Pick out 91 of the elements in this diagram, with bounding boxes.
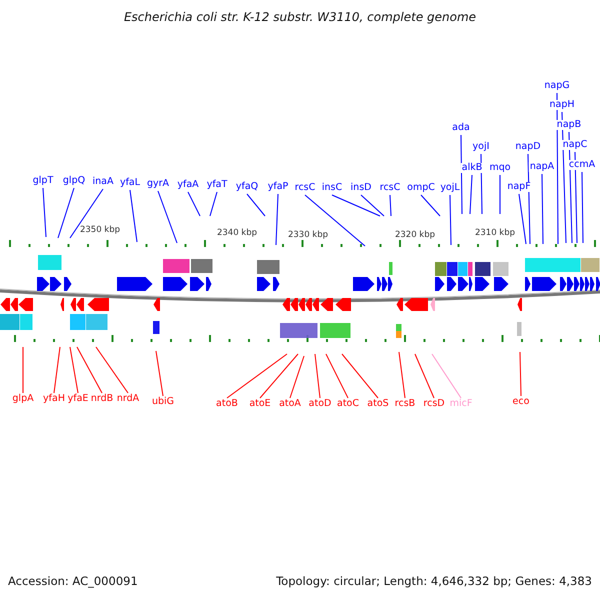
gene-label: atoC [336,399,360,408]
leader-line [332,194,380,216]
leader-line [290,356,304,398]
leader-line [432,354,462,398]
leader-line [158,190,178,244]
leader-line [210,192,218,216]
gene-label: micF [448,399,474,408]
gene-label: atoA [278,399,302,408]
leader-line [420,194,440,216]
scale-label: 2310 kbp [474,229,516,238]
gene-label: napA [528,162,556,172]
gene-label: mqo [488,163,512,172]
gene-label: glpA [11,394,35,404]
leader-line [76,346,102,394]
leader-line [42,188,46,238]
leader-line [342,354,378,398]
gene-label: nrdA [116,394,140,404]
leader-line [480,154,482,214]
leader-line [70,346,78,394]
leader-line [398,352,406,398]
leader-line [460,134,462,214]
gene-label: insC [320,183,344,192]
gene-label: rcsC [294,183,316,192]
leader-line [96,346,128,394]
gene-label: atoB [215,399,239,408]
gene-label: yfaP [266,182,290,192]
leader-line [260,354,298,398]
leader-line [520,352,522,396]
gene-label: napH [548,100,576,110]
gene-label: eco [512,397,530,406]
leader-line [314,354,320,398]
gene-label: glpT [32,176,54,186]
gene-label: rcsB [394,399,416,408]
leader-line [188,192,200,216]
leader-line [574,152,578,244]
leader-line [70,188,104,238]
gene-label: inaA [92,177,114,186]
gene-label: ompC [406,183,436,192]
gene-label: yojL [439,183,461,192]
footer-text: Accession: AC_000091 [8,576,138,588]
leader-line [326,354,348,398]
gene-label: yfaE [66,394,90,404]
leader-line [518,194,526,244]
scale-label: 2330 kbp [288,231,328,240]
gene-label: yfaQ [234,182,260,192]
scale-label: 2340 kbp [216,229,258,238]
gene-label: rcsC [378,183,402,192]
gene-label: ada [451,123,471,132]
gene-label: napG [543,81,571,90]
gene-label: yfaT [206,180,228,190]
leader-line [528,154,530,244]
gene-label: ubiG [150,397,176,406]
gene-label: yfaL [118,178,142,188]
leader-line [22,346,24,394]
title: Escherichia coli str. K-12 substr. W3110, complete genome [122,11,478,23]
leader-line [130,190,138,242]
gene-label: napF [506,182,532,192]
leader-line [360,194,384,216]
scale-label: 2350 kbp [80,226,120,234]
gene-label: alkB [460,163,484,172]
gene-label: yojI [472,142,490,152]
scale-label: 2320 kbp [394,231,436,240]
gene-label: atoD [308,399,332,408]
leader-line [556,92,558,244]
leader-line [156,350,164,396]
leader-line [470,174,472,214]
gene-label: glpQ [62,176,86,186]
leader-line [226,354,288,398]
leader-line [58,188,74,238]
gene-label: atoE [248,399,272,408]
leader-line [304,194,366,246]
footer-text: Topology: circular; Length: 4,646,332 bp; Genes: 4,383 [276,576,592,588]
leader-line [414,354,434,398]
gene-label: napB [556,120,582,130]
gene-label: gyrA [146,179,170,188]
gene-label: atoS [366,399,390,408]
leader-line [246,194,266,216]
gene-label: napC [562,140,588,150]
leader-line [54,346,60,394]
leader-line [276,194,278,246]
leader-line [582,172,584,244]
gene-label: yfaA [176,180,200,190]
gene-label: ccmA [568,160,596,170]
leader-line [390,194,392,216]
gene-label: rcsD [422,399,446,408]
leader-line [542,174,544,244]
gene-label: napD [514,142,542,152]
gene-label: insD [350,183,372,192]
gene-label: nrdB [90,394,114,404]
leader-line [450,194,452,246]
gene-label: yfaH [42,394,66,404]
